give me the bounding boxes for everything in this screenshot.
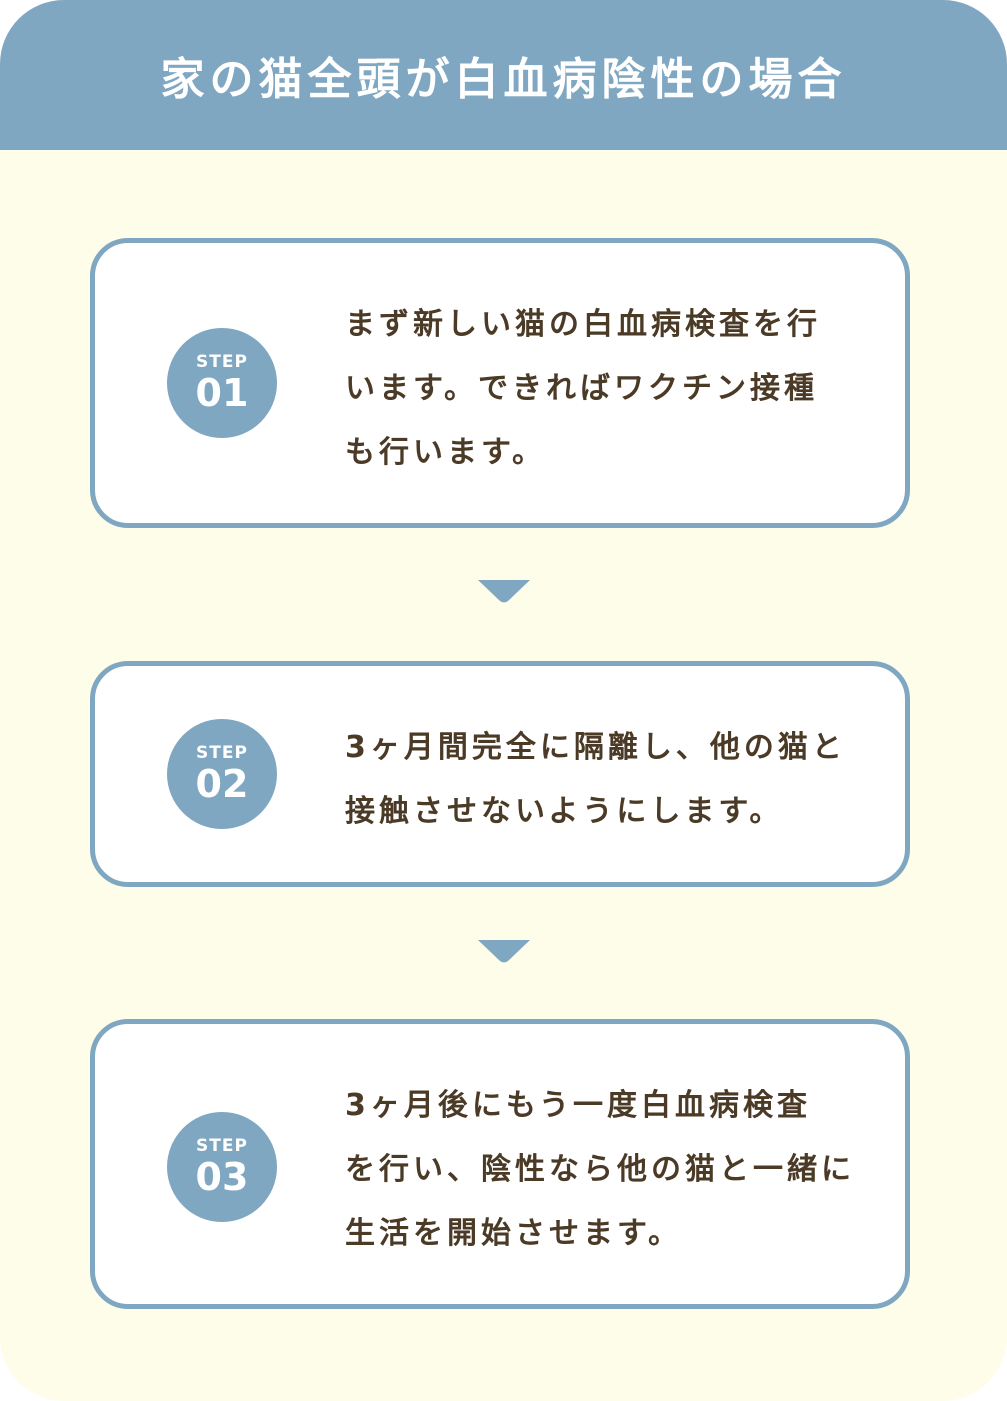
step-description-03: 3ヶ月後にもう一度白血病検査 を行い、陰性なら他の猫と一緒に 生活を開始させます… (345, 1074, 855, 1266)
step-number: 02 (195, 762, 249, 806)
step-card-01: STEP 01 まず新しい猫の白血病検査を行 います。できればワクチン接種 も行… (90, 238, 910, 528)
step-line: 3ヶ月後にもう一度白血病検査 (345, 1088, 811, 1123)
step-line: 3ヶ月間完全に隔離し、他の猫と (345, 730, 846, 765)
step-number: 01 (195, 371, 249, 415)
step-line: を行い、陰性なら他の猫と一緒に (345, 1152, 855, 1187)
step-description-01: まず新しい猫の白血病検査を行 います。できればワクチン接種 も行います。 (345, 293, 845, 485)
step-description-02: 3ヶ月間完全に隔離し、他の猫と 接触させないようにします。 (345, 716, 845, 844)
step-badge-02: STEP 02 (167, 719, 277, 829)
chevron-down-icon (478, 580, 530, 603)
step-line: まず新しい猫の白血病検査を行 (345, 307, 821, 342)
step-label: STEP (196, 743, 248, 763)
step-number: 03 (195, 1155, 249, 1199)
step-line: 接触させないようにします。 (345, 794, 784, 829)
step-label: STEP (196, 352, 248, 372)
step-card-03: STEP 03 3ヶ月後にもう一度白血病検査 を行い、陰性なら他の猫と一緒に 生… (90, 1019, 910, 1309)
step-label: STEP (196, 1136, 248, 1156)
page-title: 家の猫全頭が白血病陰性の場合 (160, 54, 847, 105)
step-line: も行います。 (345, 435, 546, 470)
step-badge-03: STEP 03 (167, 1112, 277, 1222)
step-line: 生活を開始させます。 (345, 1216, 682, 1251)
step-badge-01: STEP 01 (167, 328, 277, 438)
chevron-down-icon (478, 940, 530, 963)
step-card-02: STEP 02 3ヶ月間完全に隔離し、他の猫と 接触させないようにします。 (90, 661, 910, 887)
header-banner: 家の猫全頭が白血病陰性の場合 (0, 0, 1007, 150)
step-line: います。できればワクチン接種 (345, 371, 818, 406)
